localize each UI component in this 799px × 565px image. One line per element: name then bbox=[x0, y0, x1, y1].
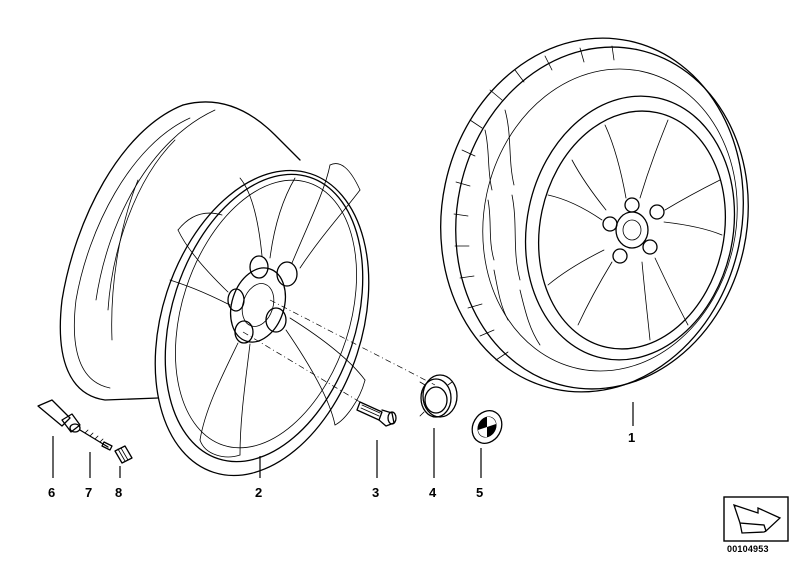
callout-8[interactable]: 8 bbox=[115, 485, 123, 500]
complete-wheel bbox=[440, 37, 749, 393]
valve-core bbox=[79, 429, 113, 451]
wheel-bolt bbox=[356, 401, 397, 427]
callout-1[interactable]: 1 bbox=[628, 430, 636, 445]
nav-arrow-icon[interactable] bbox=[723, 496, 789, 542]
document-number: 00104953 bbox=[727, 544, 769, 554]
callout-4[interactable]: 4 bbox=[429, 485, 437, 500]
hub-cap bbox=[419, 374, 458, 418]
assembly-axis bbox=[242, 299, 436, 403]
callout-3[interactable]: 3 bbox=[372, 485, 380, 500]
callout-2[interactable]: 2 bbox=[255, 485, 263, 500]
leader-lines bbox=[52, 402, 634, 478]
valve bbox=[37, 399, 81, 433]
callout-6[interactable]: 6 bbox=[48, 485, 56, 500]
valve-cap bbox=[114, 445, 133, 464]
bare-rim bbox=[59, 101, 370, 477]
callout-5[interactable]: 5 bbox=[476, 485, 484, 500]
callout-7[interactable]: 7 bbox=[85, 485, 93, 500]
emblem bbox=[471, 410, 503, 444]
